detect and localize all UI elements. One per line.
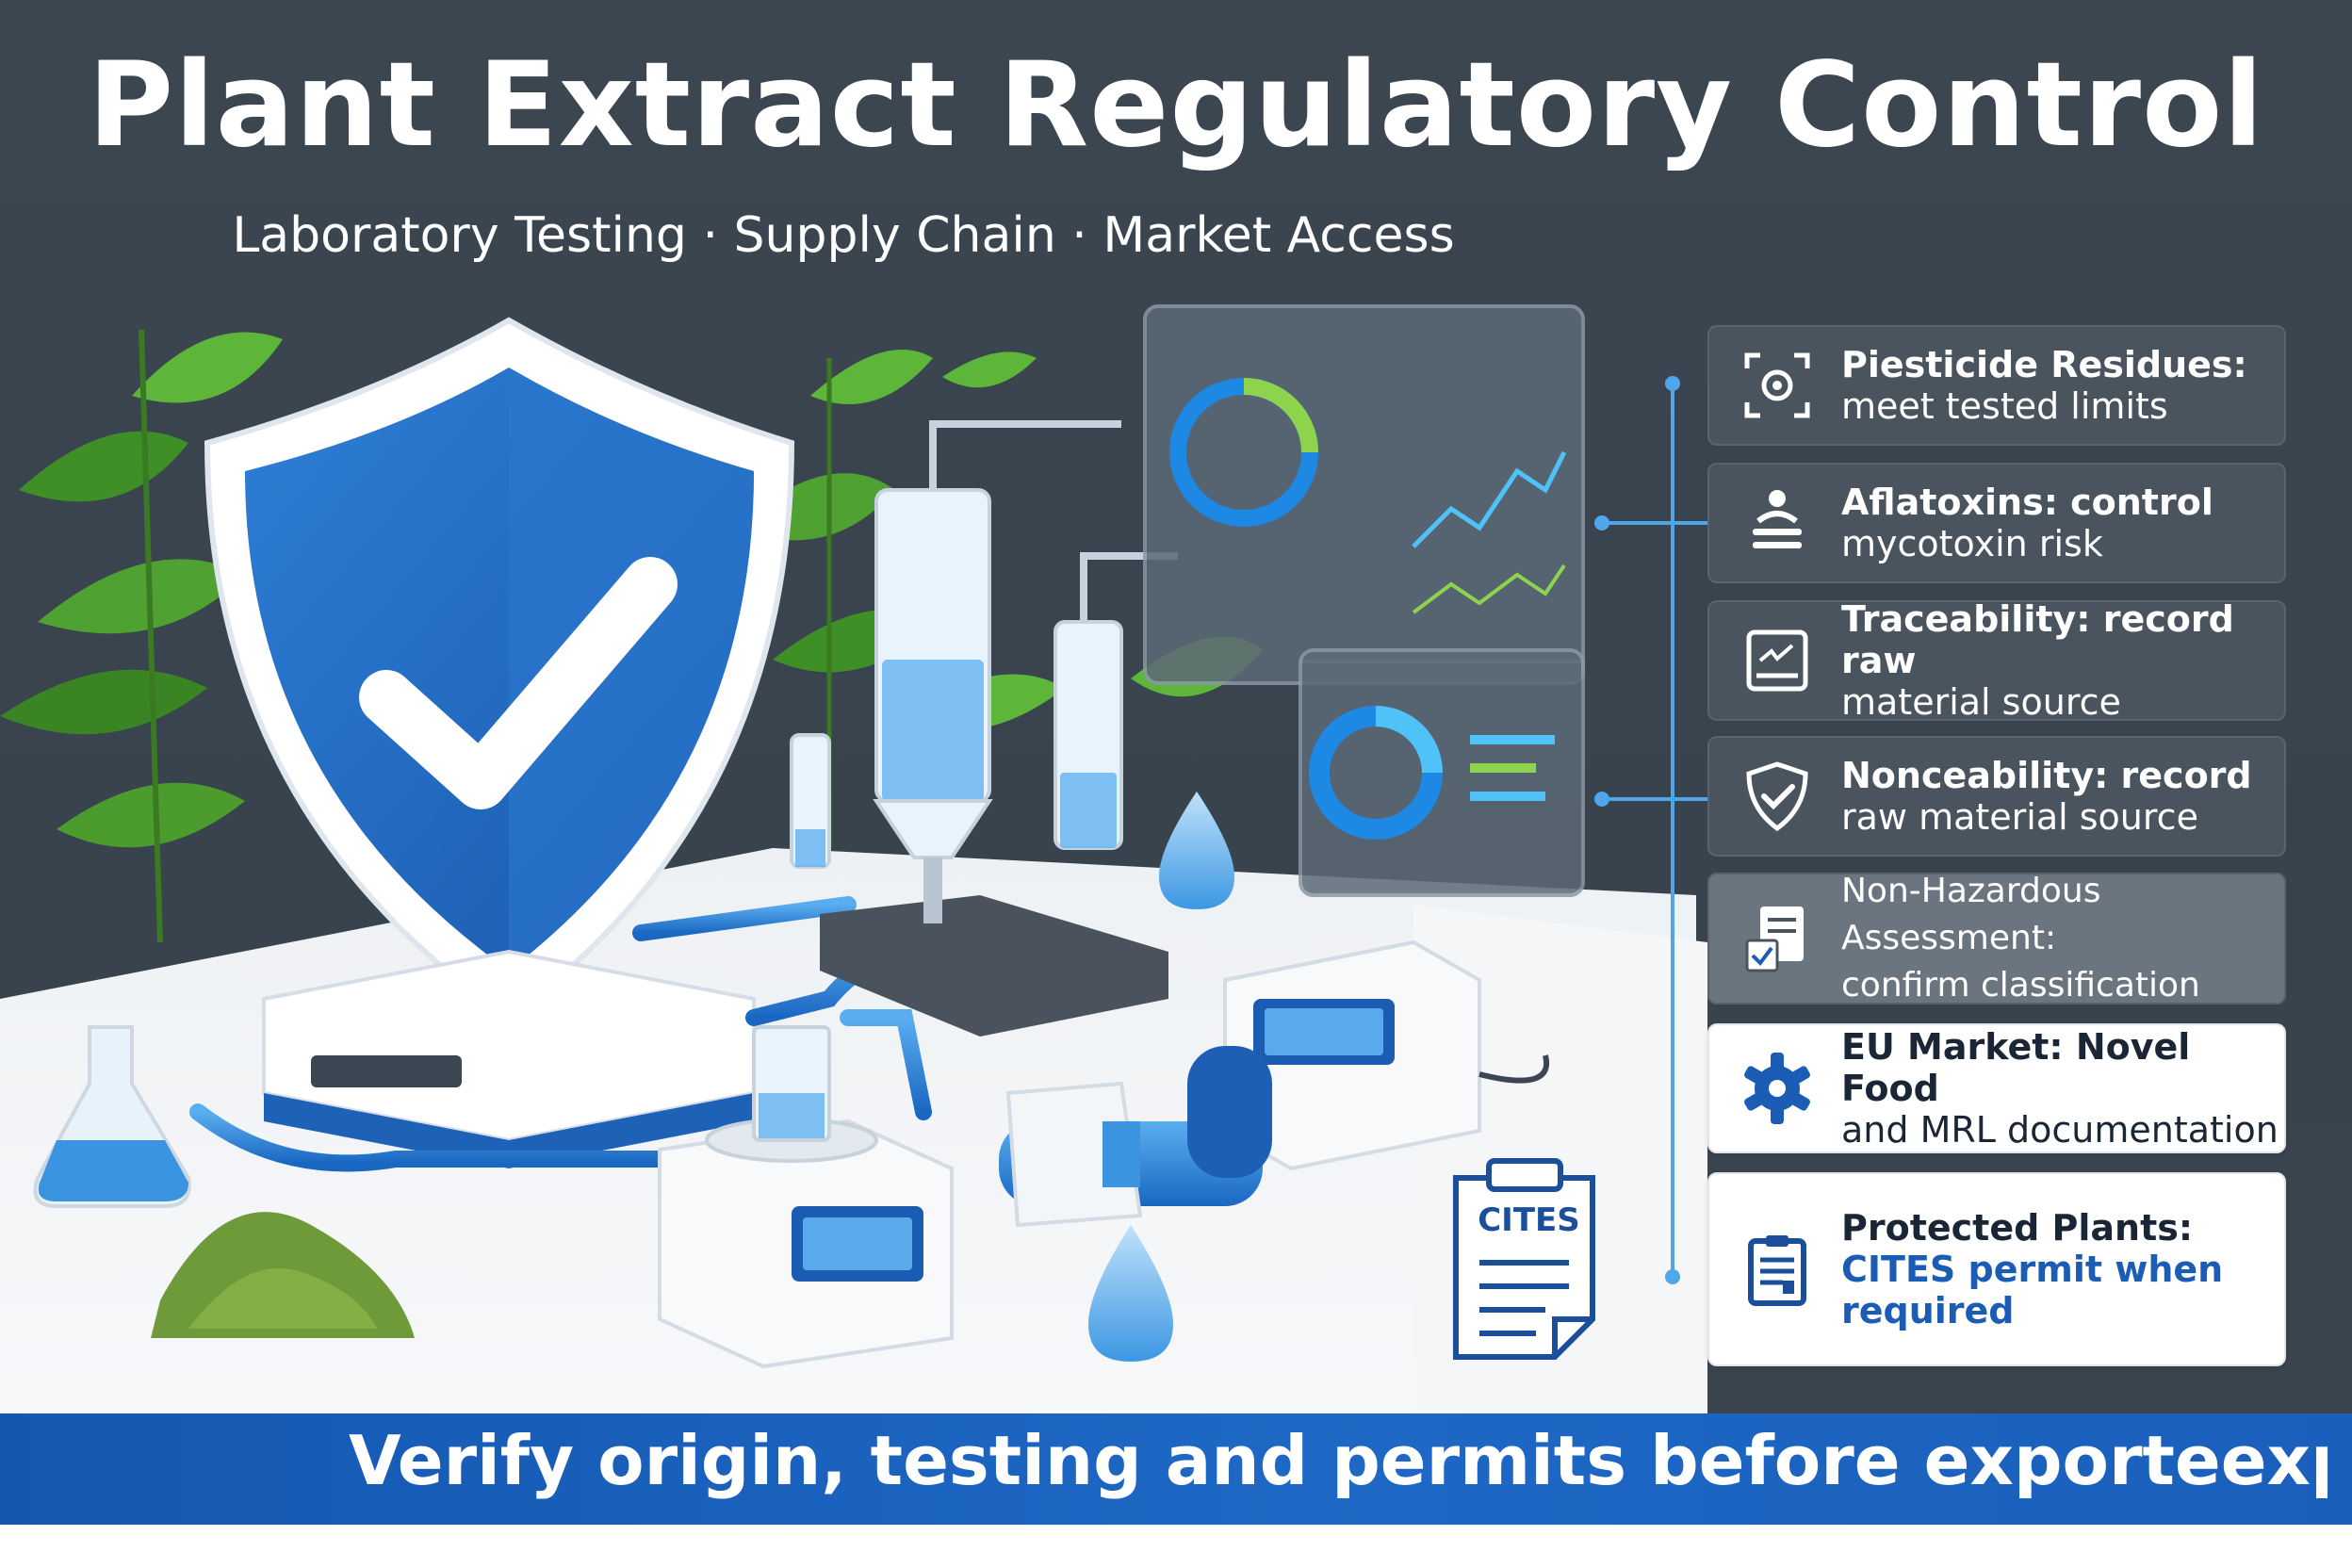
target-icon <box>1744 352 1810 418</box>
bottom-banner-text: Verify origin, testing and permits befor… <box>349 1421 2328 1500</box>
card-title: Piesticide Residues: <box>1841 344 2247 385</box>
bottom-banner <box>0 1413 2352 1525</box>
card-title: Nonceability: record <box>1841 755 2252 796</box>
card-detail: confirm classification <box>1841 966 2200 1004</box>
flask-icon <box>33 1025 191 1208</box>
dashboard-panel <box>1143 304 1585 897</box>
card-detail: CITES permit when <box>1841 1249 2224 1290</box>
cites-label: CITES <box>1478 1201 1580 1239</box>
card-title: EU Market: Novel Food <box>1841 1026 2191 1109</box>
page-title: Plant Extract Regulatory Control <box>88 38 2264 173</box>
person-stack-icon <box>1753 490 1802 548</box>
card-detail: material source <box>1841 681 2121 723</box>
card-non-hazardous: Non-Hazardous Assessment: confirm classif… <box>1707 872 2286 1004</box>
distillation-apparatus <box>790 420 1178 1037</box>
card-title: Non-Hazardous Assessment: <box>1841 872 2101 957</box>
gear-icon <box>1744 1053 1810 1124</box>
card-pesticide-residues: Piesticide Residues:meet tested limits <box>1707 325 2286 446</box>
shield-check-icon <box>204 317 795 1021</box>
card-title: Traceability: record raw <box>1841 598 2234 681</box>
shield-check-icon <box>1746 761 1808 832</box>
document-box-icon <box>1746 629 1808 692</box>
checklist-icon <box>1745 906 1804 972</box>
footer-strip <box>0 1525 2352 1568</box>
card-detail: mycotoxin risk <box>1841 523 2103 564</box>
cites-document-icon <box>1453 1158 1595 1360</box>
card-title: Aflatoxins: control <box>1841 482 2213 523</box>
clipboard-icon <box>1748 1235 1806 1306</box>
card-title: Protected Plants: <box>1841 1207 2194 1249</box>
card-detail-2: required <box>1841 1290 2015 1331</box>
card-detail: and MRL documentation <box>1841 1109 2278 1151</box>
card-detail: meet tested limits <box>1841 385 2168 427</box>
card-detail: raw material source <box>1841 796 2198 838</box>
lab-device <box>658 1025 954 1369</box>
page-subtitle: Laboratory Testing · Supply Chain · Mark… <box>232 207 1455 264</box>
